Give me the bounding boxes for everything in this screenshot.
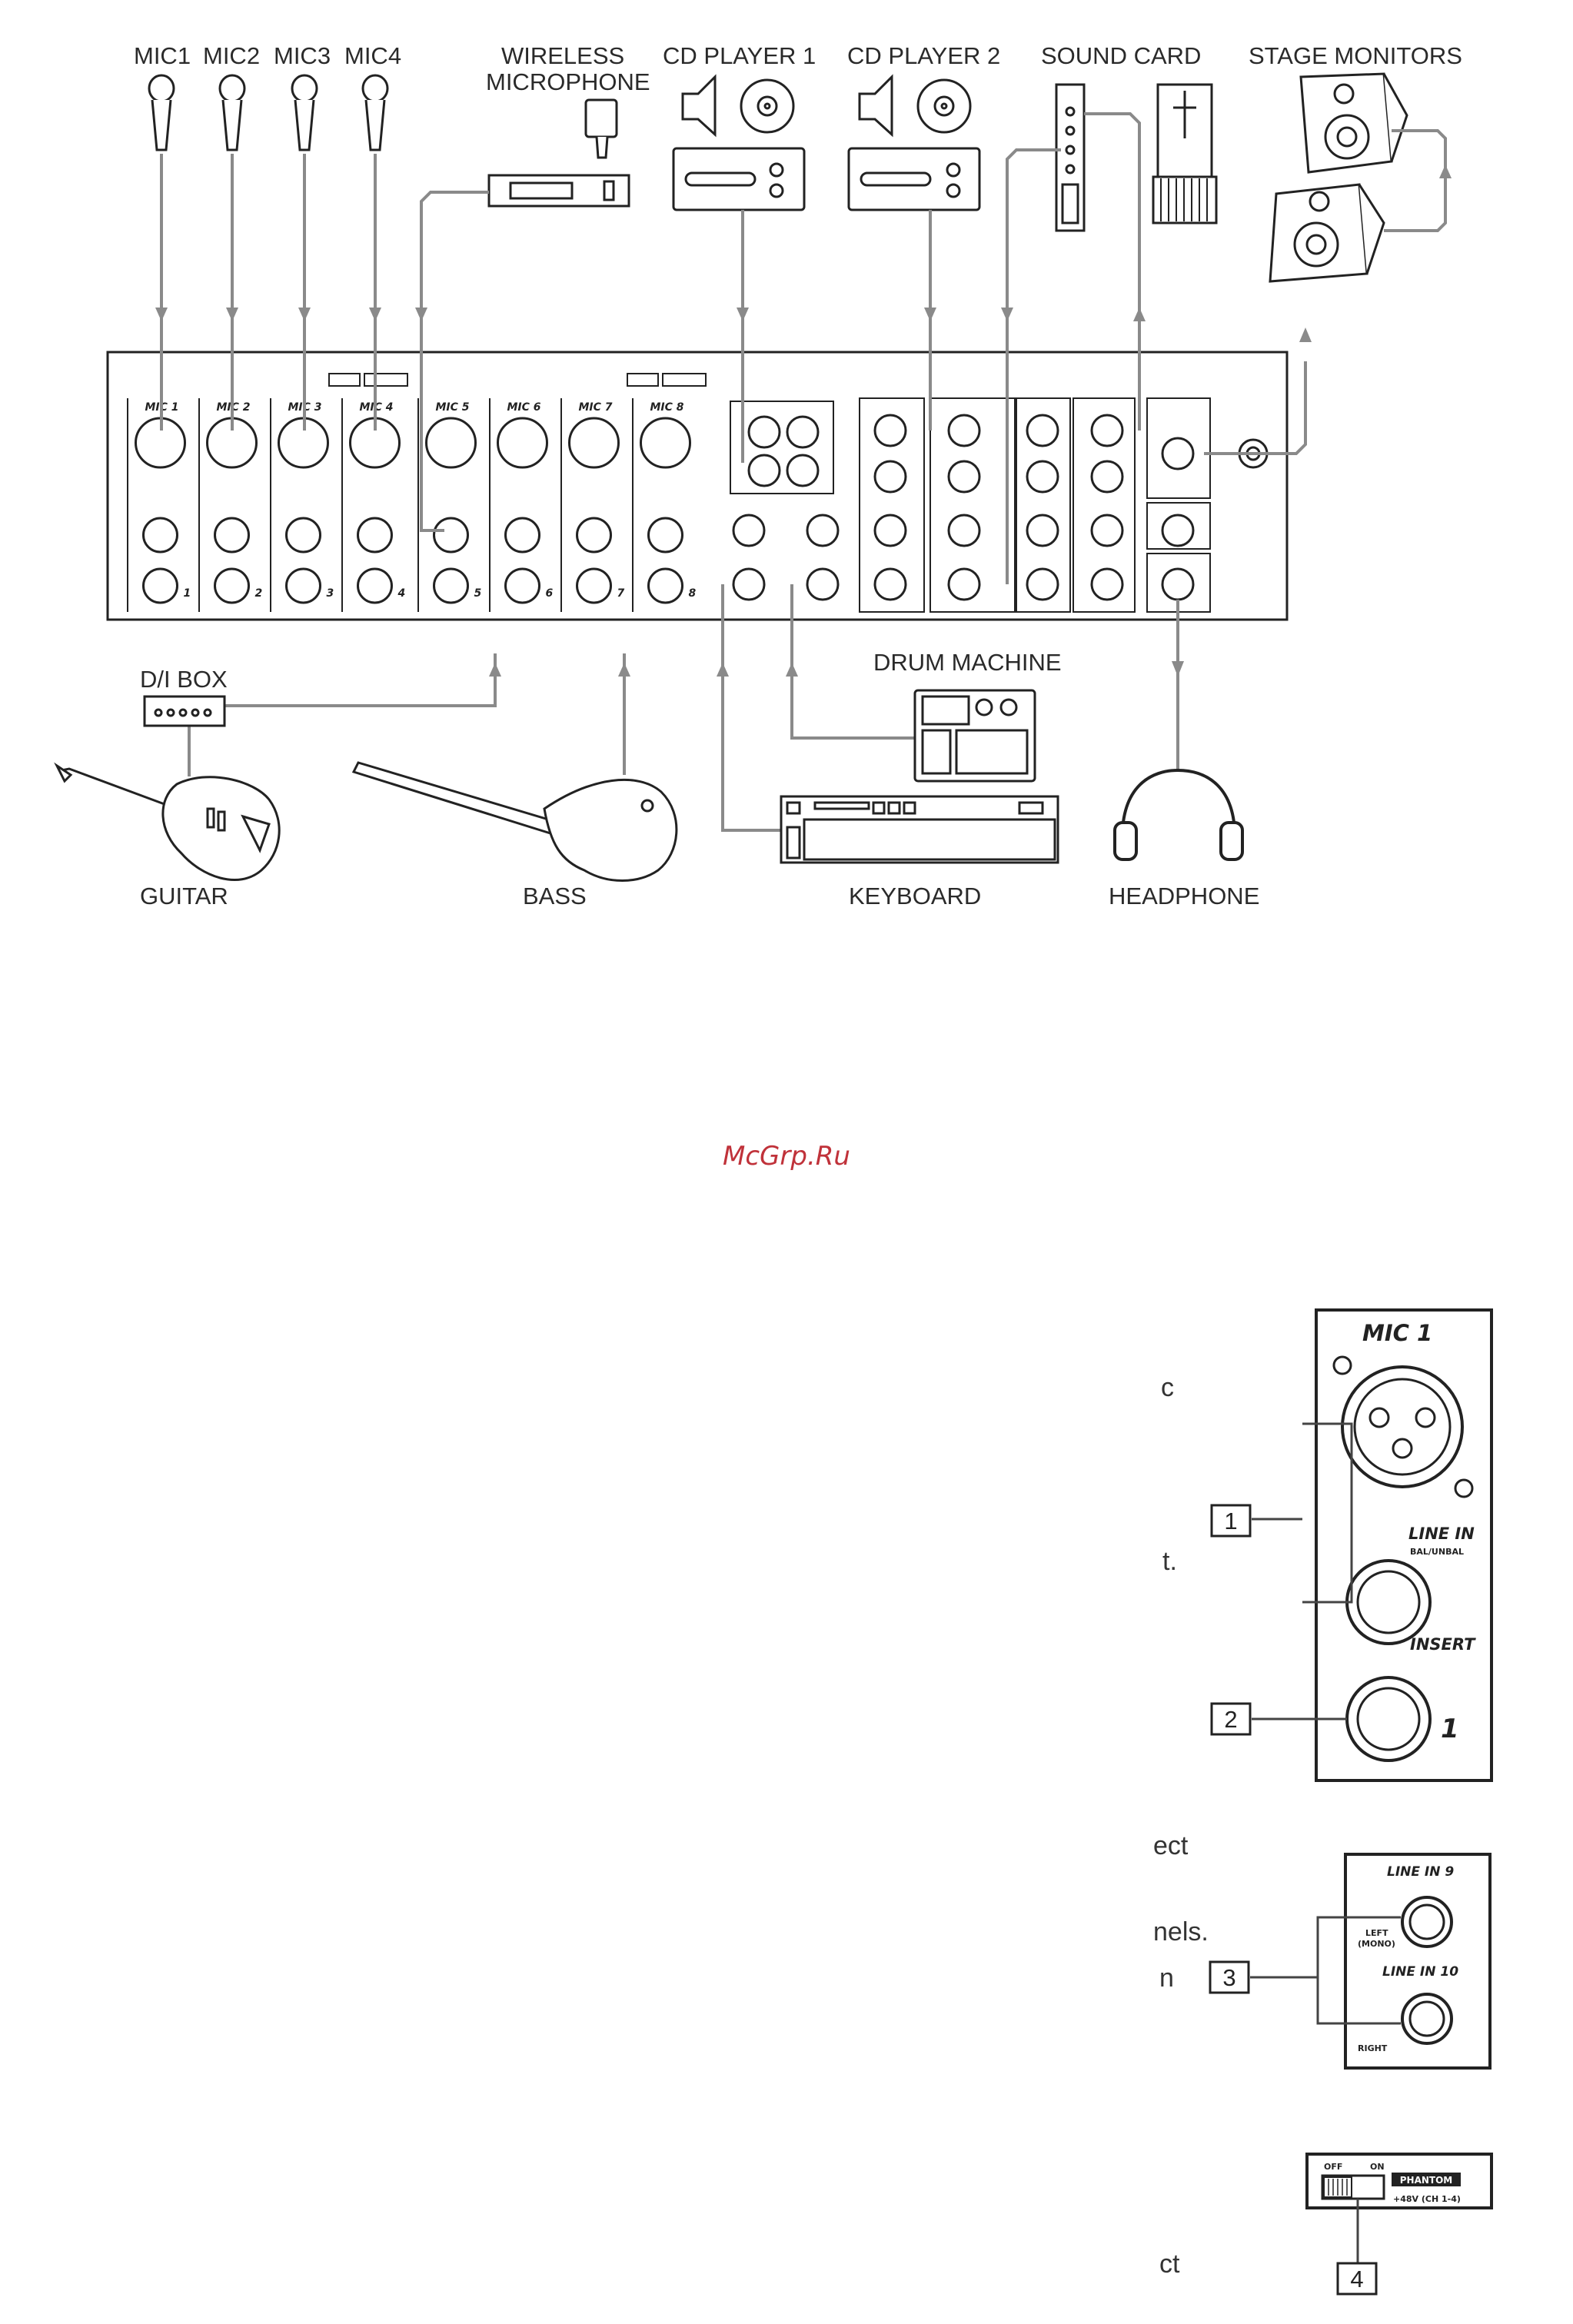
- insert-label: INSERT: [1410, 1635, 1476, 1654]
- callout-4: 4: [1336, 2199, 1378, 2296]
- callout-2: 2: [1210, 1702, 1347, 1736]
- channel-number: 5: [474, 587, 482, 600]
- cd-player-2-label: CD PLAYER 2: [847, 42, 1000, 69]
- cut-text-6: ct: [1159, 2249, 1180, 2279]
- cd-player-2-icon: [847, 74, 981, 211]
- cut-text-3: ect: [1153, 1831, 1189, 1860]
- stage-monitors-label: STAGE MONITORS: [1249, 42, 1462, 69]
- cut-text-2: t.: [1162, 1547, 1177, 1576]
- insert-jack: [357, 567, 393, 604]
- phantom-switch-small-2: [627, 373, 707, 387]
- xlr-socket: [640, 417, 691, 469]
- wireless-receiver-icon: [487, 98, 630, 208]
- line-in-jack: [576, 517, 612, 554]
- phantom-switch-small-1: [328, 373, 408, 387]
- line-in-jack: [214, 517, 250, 554]
- headphone-icon: [1113, 768, 1244, 861]
- bal-unbal-label: BAL/UNBAL: [1410, 1547, 1464, 1557]
- keyboard-label: KEYBOARD: [849, 883, 981, 909]
- insert-jack: [576, 567, 612, 604]
- callout-3: 3: [1209, 1916, 1401, 2025]
- insert-jack: [433, 567, 469, 604]
- right-label: RIGHT: [1358, 2043, 1388, 2053]
- drum-machine-icon: [913, 689, 1036, 783]
- wireless-label-1: WIRELESS: [501, 42, 624, 69]
- xlr-socket: [497, 417, 548, 469]
- mono-label: (MONO): [1358, 1939, 1395, 1949]
- line-in-jack: [285, 517, 321, 554]
- cut-text-1: c: [1161, 1373, 1174, 1402]
- sound-card-icon: [1055, 83, 1218, 232]
- line-in-jack: [433, 517, 469, 554]
- channel-number: 1: [184, 587, 191, 600]
- line-in-10-label: LINE IN 10: [1382, 1964, 1458, 1980]
- callout-1-number: 1: [1224, 1508, 1237, 1534]
- on-label: ON: [1370, 2162, 1385, 2172]
- mic1-label: MIC1: [134, 42, 191, 69]
- guitar-label: GUITAR: [140, 883, 228, 909]
- line-in-jack: [142, 517, 178, 554]
- microphone-icons: [148, 74, 389, 151]
- watermark: McGrp.Ru: [723, 1141, 850, 1172]
- channel-number: 6: [546, 587, 554, 600]
- mic4-label: MIC4: [344, 42, 401, 69]
- mic2-label: MIC2: [203, 42, 260, 69]
- mic1-detail-panel: MIC 1 LINE IN BAL/UNBAL INSERT 1: [1315, 1308, 1493, 1782]
- di-box-icon: [143, 695, 226, 727]
- callout-4-number: 4: [1350, 2266, 1363, 2292]
- cd-player-1-icon: [672, 74, 806, 211]
- off-label: OFF: [1324, 2162, 1342, 2172]
- wireless-label-2: MICROPHONE: [486, 68, 650, 95]
- guitar-icon: [54, 762, 281, 882]
- arrowheads: [155, 165, 1452, 677]
- left-label: LEFT: [1365, 1928, 1388, 1938]
- mixer-right-section: [730, 397, 1211, 613]
- channel-number: 2: [255, 587, 263, 600]
- jack-sockets: [732, 414, 1269, 601]
- sound-card-label: SOUND CARD: [1041, 42, 1201, 69]
- cut-text-4: nels.: [1153, 1917, 1209, 1947]
- phantom-range-label: +48V (CH 1-4): [1393, 2194, 1461, 2204]
- callout-2-number: 2: [1224, 1706, 1237, 1733]
- channel-label: MIC 6: [507, 401, 541, 414]
- xlr-socket: [568, 417, 620, 469]
- insert-jack: [285, 567, 321, 604]
- channel-label: MIC 5: [436, 401, 470, 414]
- callout-3-number: 3: [1222, 1964, 1235, 1991]
- channel-label: MIC 8: [650, 401, 684, 414]
- channel-number: 7: [617, 587, 625, 600]
- stage-monitor-icons: [1269, 72, 1408, 283]
- callout-1: 1: [1210, 1422, 1353, 1604]
- line-in-label: LINE IN: [1408, 1524, 1475, 1543]
- line-in-detail-panel: LINE IN 9 LEFT (MONO) LINE IN 10 RIGHT: [1344, 1853, 1492, 2070]
- drum-machine-label: DRUM MACHINE: [873, 649, 1062, 676]
- channel-label: MIC 7: [579, 401, 613, 414]
- line-in-jack: [357, 517, 393, 554]
- mic1-channel-number: 1: [1441, 1714, 1459, 1744]
- mic1-detail-title: MIC 1: [1362, 1320, 1432, 1346]
- insert-jack: [214, 567, 250, 604]
- bass-label: BASS: [523, 883, 587, 909]
- line-in-9-label: LINE IN 9: [1387, 1864, 1454, 1880]
- mic3-label: MIC3: [274, 42, 331, 69]
- insert-jack: [504, 567, 540, 604]
- channel-number: 8: [689, 587, 697, 600]
- di-box-label: D/I BOX: [140, 666, 228, 693]
- phantom-detail-panel: OFF ON PHANTOM +48V (CH 1-4): [1305, 2153, 1493, 2209]
- xlr-socket: [425, 417, 477, 469]
- cd-player-1-label: CD PLAYER 1: [663, 42, 816, 69]
- keyboard-icon: [780, 795, 1059, 864]
- headphone-label: HEADPHONE: [1109, 883, 1259, 909]
- insert-jack: [142, 567, 178, 604]
- channel-number: 3: [327, 587, 334, 600]
- line-in-jack: [647, 517, 683, 554]
- channel-number: 4: [397, 587, 406, 600]
- bass-icon: [351, 761, 678, 882]
- phantom-badge: PHANTOM: [1400, 2175, 1453, 2186]
- cut-text-5: n: [1159, 1963, 1174, 1993]
- line-in-jack: [504, 517, 540, 554]
- insert-jack: [647, 567, 683, 604]
